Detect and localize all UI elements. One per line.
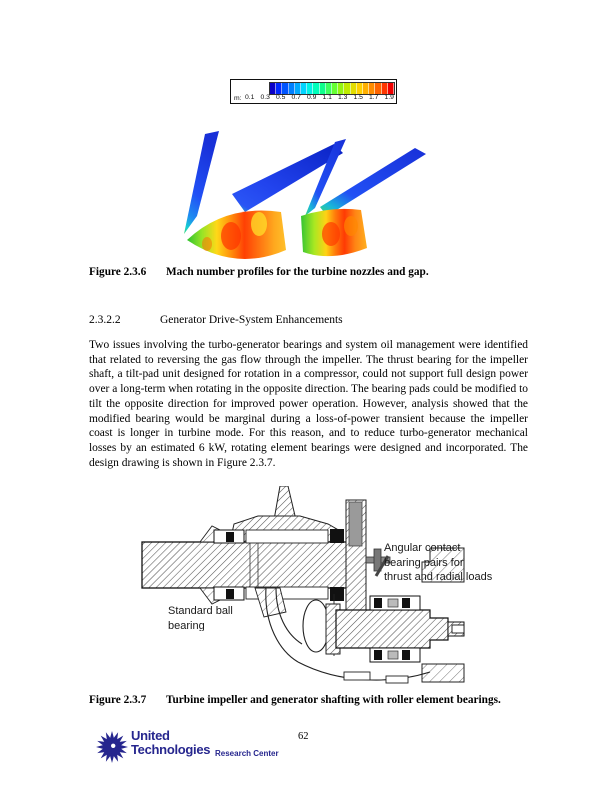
page-number: 62 <box>298 731 309 742</box>
figure-2-3-6-text: Mach number profiles for the turbine noz… <box>166 266 429 278</box>
colorbar-cell <box>276 83 283 94</box>
mach-colorbar <box>269 82 395 95</box>
colorbar-cell <box>294 83 302 94</box>
colorbar-tick-label: 0.5 <box>276 94 286 101</box>
united-technologies-logo-icon <box>96 731 128 763</box>
colorbar-cell <box>350 83 357 94</box>
colorbar-tick-label: 1.5 <box>353 94 363 101</box>
mach-legend: m: 0.1 0.3 0.5 0.7 0.9 1.1 1.3 1.5 1.7 1.9 <box>230 79 397 104</box>
brand-subtitle: Research Center <box>215 749 279 758</box>
brand-line1: United <box>131 728 170 743</box>
colorbar-cell <box>270 83 277 94</box>
mach-contour-figure <box>184 131 426 259</box>
brand-wordmark: United Technologies <box>131 728 211 757</box>
colorbar-cell <box>387 83 395 94</box>
colorbar-tick-label: 0.1 <box>245 94 255 101</box>
colorbar-cell <box>288 83 295 94</box>
figure-2-3-6-label: Figure 2.3.6 <box>89 266 147 278</box>
colorbar-tick-label: 1.1 <box>322 94 332 101</box>
mach-legend-ticks: 0.1 0.3 0.5 0.7 0.9 1.1 1.3 1.5 1.7 1.9 <box>245 94 394 101</box>
figure-2-3-7-caption: Figure 2.3.7 Turbine impeller and generat… <box>89 694 534 706</box>
colorbar-cell <box>375 83 382 94</box>
label-standard-ball-bearing: Standard ball bearing <box>168 604 280 631</box>
figure-2-3-6-caption: Figure 2.3.6 Mach number profiles for the… <box>89 266 534 278</box>
label-standard-ball-line2: bearing <box>168 619 205 632</box>
colorbar-tick-label: 0.9 <box>307 94 317 101</box>
colorbar-cell <box>338 83 345 94</box>
colorbar-cell <box>369 83 376 94</box>
body-paragraph: Two issues involving the turbo-generator… <box>89 339 528 469</box>
colorbar-cell <box>313 83 320 94</box>
colorbar-cell <box>301 83 308 94</box>
colorbar-cell <box>356 83 364 94</box>
colorbar-cell <box>307 83 314 94</box>
colorbar-tick-label: 1.3 <box>338 94 348 101</box>
colorbar-cell <box>363 83 370 94</box>
label-angular-contact-line1: Angular contact <box>384 542 461 554</box>
colorbar-cell <box>332 83 339 94</box>
figure-2-3-7-text: Turbine impeller and generator shafting … <box>166 694 501 706</box>
label-standard-ball-line1: Standard ball <box>168 605 233 617</box>
section-number: 2.3.2.2 <box>89 314 121 326</box>
label-angular-contact-line2: bearing pairs for <box>384 556 464 569</box>
section-heading: 2.3.2.2 Generator Drive-System Enhancemen… <box>89 314 534 326</box>
label-angular-contact-line3: thrust and radial loads <box>384 571 493 580</box>
colorbar-cell <box>344 83 351 94</box>
colorbar-cell <box>325 83 333 94</box>
colorbar-tick-label: 1.7 <box>369 94 379 101</box>
colorbar-tick-label: 0.7 <box>291 94 301 101</box>
section-title: Generator Drive-System Enhancements <box>160 314 343 326</box>
colorbar-cell <box>319 83 326 94</box>
colorbar-tick-label: 1.9 <box>384 94 394 101</box>
colorbar-tick-label: 0.3 <box>260 94 270 101</box>
label-angular-contact-bearing: Angular contact bearing pairs for thrust… <box>384 541 512 580</box>
colorbar-cell <box>282 83 289 94</box>
colorbar-cell <box>381 83 388 94</box>
figure-2-3-7-label: Figure 2.3.7 <box>89 694 147 706</box>
mach-legend-label: m: <box>234 95 242 102</box>
sunburst-icon <box>96 731 128 763</box>
brand-line2: Technologies <box>131 741 211 757</box>
bearing-cross-section-drawing <box>141 486 465 684</box>
